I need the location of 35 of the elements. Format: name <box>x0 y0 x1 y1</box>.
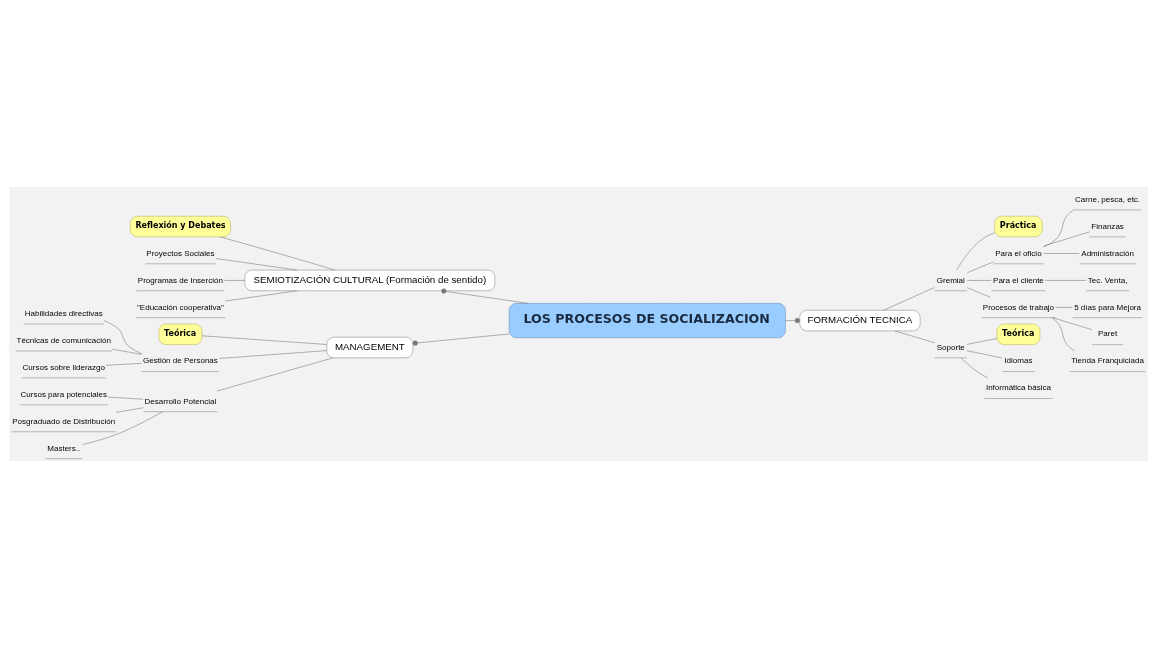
connector <box>883 287 935 311</box>
connector <box>1043 253 1080 254</box>
connector <box>107 396 144 400</box>
connector <box>224 290 298 302</box>
connector <box>1043 209 1075 248</box>
connector <box>441 288 529 304</box>
connector <box>215 258 298 271</box>
node-box: LOS PROCESOS DE SOCIALIZACION <box>508 303 786 339</box>
connector <box>216 357 334 392</box>
connector <box>785 318 800 324</box>
node-box: MANAGEMENT <box>326 336 414 359</box>
connector <box>111 348 142 355</box>
connector <box>1055 307 1073 308</box>
connector <box>1052 317 1093 331</box>
connector <box>966 350 1003 359</box>
connector <box>966 338 998 345</box>
connector <box>103 320 142 354</box>
connector <box>201 335 327 345</box>
connector <box>1043 231 1090 247</box>
connector <box>219 350 327 359</box>
connector <box>224 280 246 281</box>
connector <box>1051 317 1075 352</box>
node-box: FORMACIÓN TECNICA <box>799 309 921 332</box>
connector <box>960 357 988 379</box>
connector <box>115 407 144 413</box>
connector <box>966 287 991 298</box>
connector <box>956 232 995 271</box>
connector <box>894 330 936 344</box>
connector <box>967 280 992 281</box>
connector <box>966 261 994 274</box>
connector <box>105 363 142 366</box>
connector <box>82 411 163 445</box>
connector <box>1045 280 1087 281</box>
connector <box>219 236 336 271</box>
connector <box>412 333 510 346</box>
